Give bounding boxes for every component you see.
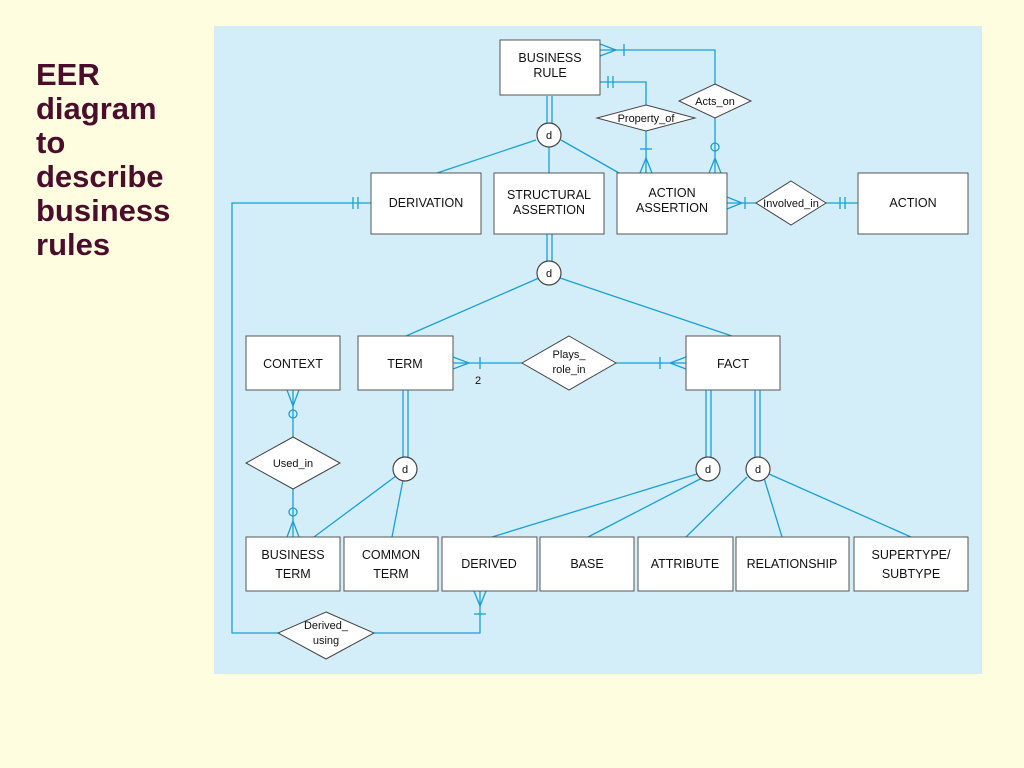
entity-label: FACT: [717, 357, 749, 371]
entity-attribute: ATTRIBUTE: [637, 536, 734, 592]
entity-context: CONTEXT: [245, 335, 341, 391]
disjoint-label: d: [402, 464, 408, 476]
relationship-derived-using: Derived_ using: [276, 611, 376, 660]
entity-business-rule: BUSINESS RULE: [499, 39, 601, 96]
title-line: rules: [36, 227, 111, 262]
disjoint-label: d: [755, 464, 761, 476]
connector-lines: [231, 49, 912, 634]
entity-label: SUPERTYPE/: [872, 548, 951, 562]
entity-term: TERM: [357, 335, 454, 391]
disjoint-label: d: [546, 268, 552, 280]
entity-label: ASSERTION: [513, 203, 585, 217]
entity-label: STRUCTURAL: [507, 188, 591, 202]
relationship-label: Acts_on: [695, 96, 735, 108]
entity-common-term: COMMON TERM: [343, 536, 439, 592]
disjoint-circle-structural-assertion: d: [536, 260, 562, 286]
entity-label: ASSERTION: [636, 201, 708, 215]
cardinality-marks: [286, 43, 846, 615]
entity-derivation: DERIVATION: [370, 172, 482, 235]
entity-label: BUSINESS: [261, 548, 324, 562]
relationship-label: Used_in: [273, 458, 313, 470]
disjoint-label: d: [546, 130, 552, 142]
entity-derived: DERIVED: [441, 536, 538, 592]
entity-label: TERM: [373, 567, 408, 581]
title-line: describe: [36, 159, 164, 194]
entity-label: COMMON: [362, 548, 420, 562]
title-line: business: [36, 193, 171, 228]
entity-label: RELATIONSHIP: [747, 557, 838, 571]
entity-supertype-subtype: SUPERTYPE/ SUBTYPE: [853, 536, 969, 592]
entity-label: DERIVED: [461, 557, 517, 571]
disjoint-circle-term: d: [392, 456, 418, 482]
relationship-label: Involved_in: [763, 198, 819, 210]
entity-label: ATTRIBUTE: [651, 557, 720, 571]
title-line: diagram: [36, 91, 157, 126]
entity-base: BASE: [539, 536, 635, 592]
disjoint-circle-fact-right: d: [745, 456, 771, 482]
entity-label: TERM: [387, 357, 422, 371]
relationship-plays-role-in: Plays_ role_in: [520, 335, 618, 391]
relationship-property-of: Property_of: [595, 104, 697, 132]
relationship-label: using: [313, 635, 339, 647]
relationship-involved-in: Involved_in: [755, 180, 827, 226]
entity-label: ACTION: [889, 196, 936, 210]
entity-label: SUBTYPE: [882, 567, 940, 581]
disjoint-label: d: [705, 464, 711, 476]
entity-action-assertion: ACTION ASSERTION: [616, 172, 728, 235]
slide-title: EER diagram to describe business rules: [36, 58, 206, 262]
entity-structural-assertion: STRUCTURAL ASSERTION: [493, 172, 605, 235]
entity-label: BASE: [570, 557, 603, 571]
entity-label: BUSINESS: [518, 51, 581, 65]
title-line: to: [36, 125, 66, 160]
entity-fact: FACT: [685, 335, 781, 391]
entity-business-term: BUSINESS TERM: [245, 536, 341, 592]
relationship-label: Derived_: [304, 620, 349, 632]
disjoint-circle-business-rule: d: [536, 122, 562, 148]
title-line: EER: [36, 57, 100, 92]
entity-label: TERM: [275, 567, 310, 581]
entity-label: ACTION: [648, 186, 695, 200]
cardinality-label: 2: [475, 375, 481, 387]
relationship-label: Property_of: [618, 113, 676, 125]
relationship-label: role_in: [552, 364, 585, 376]
relationship-used-in: Used_in: [244, 436, 342, 490]
relationship-label: Plays_: [552, 349, 586, 361]
relationship-acts-on: Acts_on: [677, 83, 753, 119]
entity-label: DERIVATION: [389, 196, 464, 210]
disjoint-circle-fact-left: d: [695, 456, 721, 482]
eer-diagram: BUSINESS RULE DERIVATION STRUCTURAL ASSE…: [231, 39, 969, 660]
entity-relationship: RELATIONSHIP: [735, 536, 850, 592]
entity-label: CONTEXT: [263, 357, 323, 371]
eer-diagram-panel: BUSINESS RULE DERIVATION STRUCTURAL ASSE…: [214, 26, 982, 674]
entity-action: ACTION: [857, 172, 969, 235]
entity-label: RULE: [533, 66, 566, 80]
